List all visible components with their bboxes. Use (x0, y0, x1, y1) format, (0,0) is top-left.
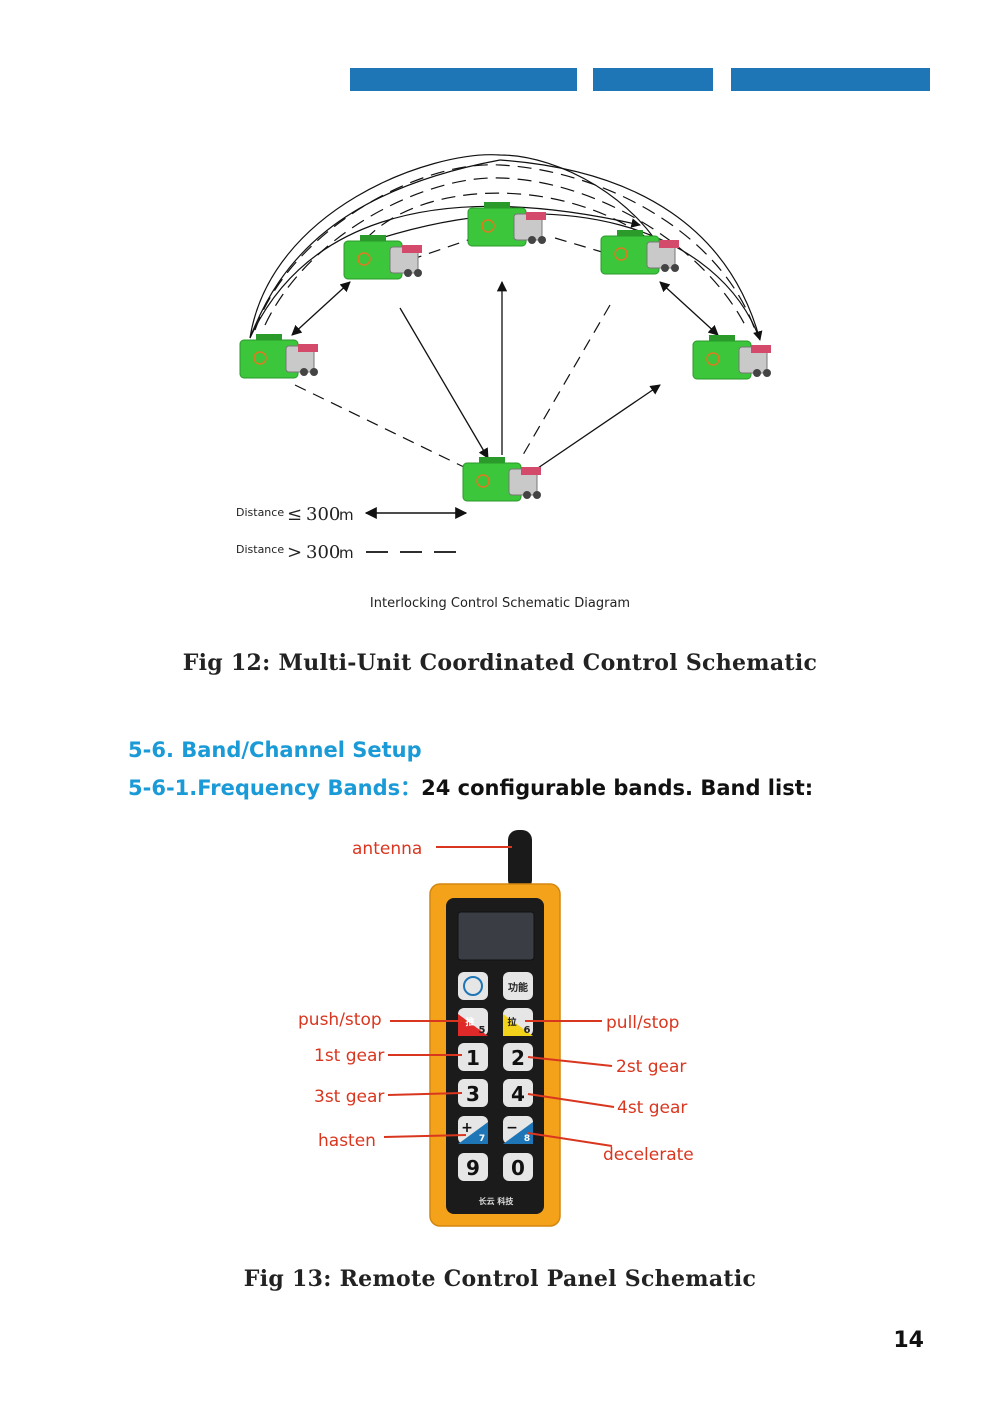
unit-right (692, 334, 772, 380)
header-bar-2 (593, 68, 713, 91)
section-subheading-text: 24 configurable bands. Band list: (421, 776, 814, 800)
unit-upper-left (343, 234, 423, 280)
gear2-key (503, 1043, 533, 1071)
label-gear1: 1st gear (314, 1046, 384, 1066)
fig12-title: Fig 12: Multi-Unit Coordinated Control S… (182, 650, 818, 676)
svg-text:0: 0 (511, 1156, 525, 1180)
header-bar-1 (350, 68, 577, 91)
label-antenna: antenna (352, 839, 422, 859)
gear1-key (458, 1043, 488, 1071)
label-gear2: 2st gear (616, 1057, 686, 1077)
diagram-caption: Interlocking Control Schematic Diagram (369, 596, 631, 611)
svg-text:−: − (506, 1120, 518, 1136)
svg-text:4: 4 (511, 1082, 525, 1106)
label-decelerate: decelerate (603, 1145, 694, 1165)
legend-far-value: 300 (306, 542, 340, 563)
svg-text:+: + (461, 1120, 473, 1136)
antenna-icon (508, 830, 532, 890)
gear4-key (503, 1079, 533, 1107)
legend-near-value: 300 (306, 504, 340, 525)
svg-text:7: 7 (479, 1134, 485, 1144)
svg-text:1: 1 (466, 1046, 480, 1070)
svg-text:5: 5 (479, 1025, 486, 1036)
svg-text:推: 推 (465, 1016, 474, 1028)
legend-near-label: Distance (236, 506, 284, 519)
label-push-stop: push/stop (298, 1010, 382, 1030)
gear3-key (458, 1079, 488, 1107)
key-9 (458, 1153, 488, 1181)
svg-text:8: 8 (524, 1134, 530, 1144)
svg-text:拉: 拉 (507, 1016, 516, 1028)
label-hasten: hasten (318, 1131, 376, 1151)
svg-text:3: 3 (466, 1082, 480, 1106)
section-heading: 5-6. Band/Channel Setup (128, 738, 422, 762)
logo-key (458, 972, 488, 1000)
brand-text: 长云 科技 (479, 1196, 515, 1206)
svg-text:功能: 功能 (508, 981, 528, 994)
label-gear3: 3st gear (314, 1087, 384, 1107)
svg-text:6: 6 (524, 1025, 531, 1036)
legend-near-symbol: ≤ (287, 504, 302, 525)
function-key (503, 972, 533, 1000)
unit-bottom-center (462, 456, 542, 502)
interlocking-control-diagram: Distance ≤ 300 m Distance > 300 m (236, 154, 772, 563)
display-screen (457, 911, 535, 961)
header-bar-3 (731, 68, 930, 91)
label-pull-stop: pull/stop (606, 1013, 679, 1033)
section-subheading: 5-6-1.Frequency Bands： (128, 776, 422, 800)
svg-text:2: 2 (511, 1046, 525, 1070)
fig13-title: Fig 13: Remote Control Panel Schematic (243, 1266, 757, 1292)
section-subheading-line: 5-6-1.Frequency Bands：24 configurable ba… (128, 772, 813, 802)
svg-text:9: 9 (466, 1156, 480, 1180)
unit-left (239, 333, 319, 379)
distance-legend: Distance ≤ 300 m Distance > 300 m (236, 504, 468, 563)
label-gear4: 4st gear (617, 1098, 687, 1118)
unit-upper-right (600, 229, 680, 275)
legend-far-label: Distance (236, 543, 284, 556)
page-number: 14 (893, 1328, 924, 1353)
legend-near-unit: m (339, 506, 354, 524)
legend-far-symbol: > (287, 542, 302, 563)
key-0 (503, 1153, 533, 1181)
legend-far-unit: m (339, 544, 354, 562)
remote-control-diagram: 功能 推 5 拉 6 1 2 3 4 + 7 − 8 9 0 长云 科技 (298, 830, 694, 1227)
